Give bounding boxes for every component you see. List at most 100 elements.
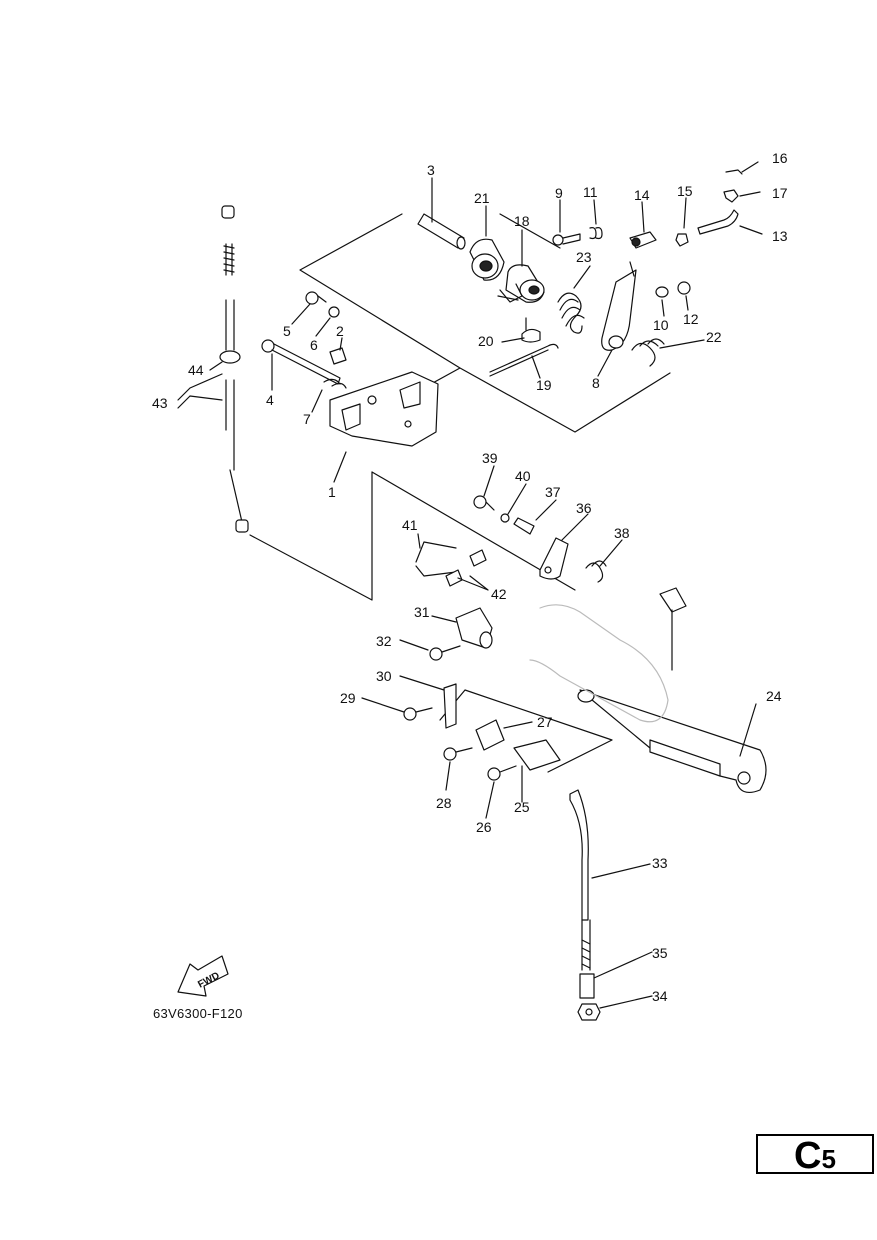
- part-18-bushing: [499, 264, 545, 303]
- callout-37: 37: [545, 484, 561, 500]
- callout-20: 20: [478, 333, 494, 349]
- middle-group-boundary: [249, 471, 576, 601]
- part-21-collar: [469, 238, 505, 281]
- part-43-cable: [221, 205, 249, 533]
- part-41-link: [415, 541, 457, 577]
- part-29-screw: [403, 707, 433, 721]
- part-31-joint: [455, 607, 493, 649]
- callout-17: 17: [772, 185, 788, 201]
- part-42-clips: [445, 549, 487, 587]
- part-17-clip: [723, 189, 739, 203]
- callout-12: 12: [683, 311, 699, 327]
- part-39-bolt: [473, 495, 495, 511]
- callout-labels: 1 2 3 4 5 6 7 8 9 10 11 12 13 14 15 16 1…: [152, 150, 788, 1004]
- callout-36: 36: [576, 500, 592, 516]
- callout-28: 28: [436, 795, 452, 811]
- callout-18: 18: [514, 213, 530, 229]
- part-38-spring: [585, 560, 607, 583]
- callout-7: 7: [303, 411, 311, 427]
- part-37-pin: [513, 517, 535, 535]
- part-44-nut: [219, 350, 241, 364]
- fwd-arrow: [177, 955, 229, 997]
- callout-5: 5: [283, 323, 291, 339]
- part-19-rod: [489, 343, 559, 373]
- callout-35: 35: [652, 945, 668, 961]
- callout-39: 39: [482, 450, 498, 466]
- part-32-screw: [429, 645, 461, 661]
- callout-24: 24: [766, 688, 782, 704]
- callout-10: 10: [653, 317, 669, 333]
- part-23-spring: [557, 292, 585, 334]
- part-1-bracket: [329, 371, 439, 447]
- callout-26: 26: [476, 819, 492, 835]
- part-27-block: [475, 719, 505, 751]
- callout-11: 11: [583, 184, 598, 200]
- part-24-knob: [659, 587, 687, 671]
- callout-16: 16: [772, 150, 788, 166]
- callout-15: 15: [677, 183, 693, 199]
- part-40-washer: [500, 513, 510, 523]
- part-4-bolt: [261, 339, 341, 385]
- part-14-joint: [629, 231, 657, 249]
- callout-27: 27: [537, 714, 553, 730]
- part-8-lever: [601, 261, 637, 351]
- diagram-code: 63V6300-F120: [153, 1006, 243, 1021]
- part-25-bracket: [513, 739, 561, 771]
- callout-33: 33: [652, 855, 668, 871]
- callout-32: 32: [376, 633, 392, 649]
- callout-41: 41: [402, 517, 418, 533]
- callout-9: 9: [555, 185, 563, 201]
- part-36-lever: [539, 537, 569, 580]
- page-number: 5: [821, 1144, 836, 1174]
- part-2-block: [329, 347, 347, 365]
- callout-29: 29: [340, 690, 356, 706]
- part-30-plate: [443, 683, 457, 729]
- callout-40: 40: [515, 468, 531, 484]
- part-10-washer: [655, 286, 669, 298]
- part-33-rod: [569, 789, 591, 971]
- callout-23: 23: [576, 249, 592, 265]
- page-letter: C: [794, 1135, 822, 1177]
- callout-6: 6: [310, 337, 318, 353]
- callout-22: 22: [706, 329, 722, 345]
- part-15-nut: [675, 233, 689, 247]
- part-16-pin: [725, 169, 743, 175]
- callout-14: 14: [634, 187, 650, 203]
- callout-13: 13: [772, 228, 788, 244]
- callout-8: 8: [592, 375, 600, 391]
- part-34-nut: [577, 1003, 601, 1021]
- upper-group-boundary: [299, 213, 671, 433]
- part-35-nut: [579, 973, 595, 999]
- part-28-screw: [443, 747, 473, 761]
- callout-1: 1: [328, 484, 336, 500]
- part-24-shaft: [577, 689, 767, 793]
- part-26-screw: [487, 765, 517, 781]
- callout-43: 43: [152, 395, 168, 411]
- page-reference-box: C5: [756, 1134, 874, 1177]
- part-20-clip: [521, 328, 541, 343]
- callout-44: 44: [188, 362, 204, 378]
- part-13-elbow: [697, 209, 739, 235]
- part-11-spring: [589, 227, 603, 240]
- callout-4: 4: [266, 392, 274, 408]
- housing-outline: [529, 604, 669, 723]
- callout-30: 30: [376, 668, 392, 684]
- callout-38: 38: [614, 525, 630, 541]
- part-9-screw: [552, 233, 581, 246]
- part-6-washer: [328, 306, 340, 318]
- callout-2: 2: [336, 323, 344, 339]
- callout-31: 31: [414, 604, 430, 620]
- part-12-bush: [677, 281, 691, 295]
- callout-21: 21: [474, 190, 490, 206]
- callout-25: 25: [514, 799, 530, 815]
- leader-lines: [177, 161, 763, 1009]
- callout-3: 3: [427, 162, 435, 178]
- part-3-pin: [417, 213, 466, 250]
- callout-34: 34: [652, 988, 668, 1004]
- callout-19: 19: [536, 377, 552, 393]
- part-7-spring: [323, 378, 347, 389]
- part-5-bolt: [305, 291, 327, 305]
- part-22-spring: [631, 338, 665, 367]
- callout-42: 42: [491, 586, 507, 602]
